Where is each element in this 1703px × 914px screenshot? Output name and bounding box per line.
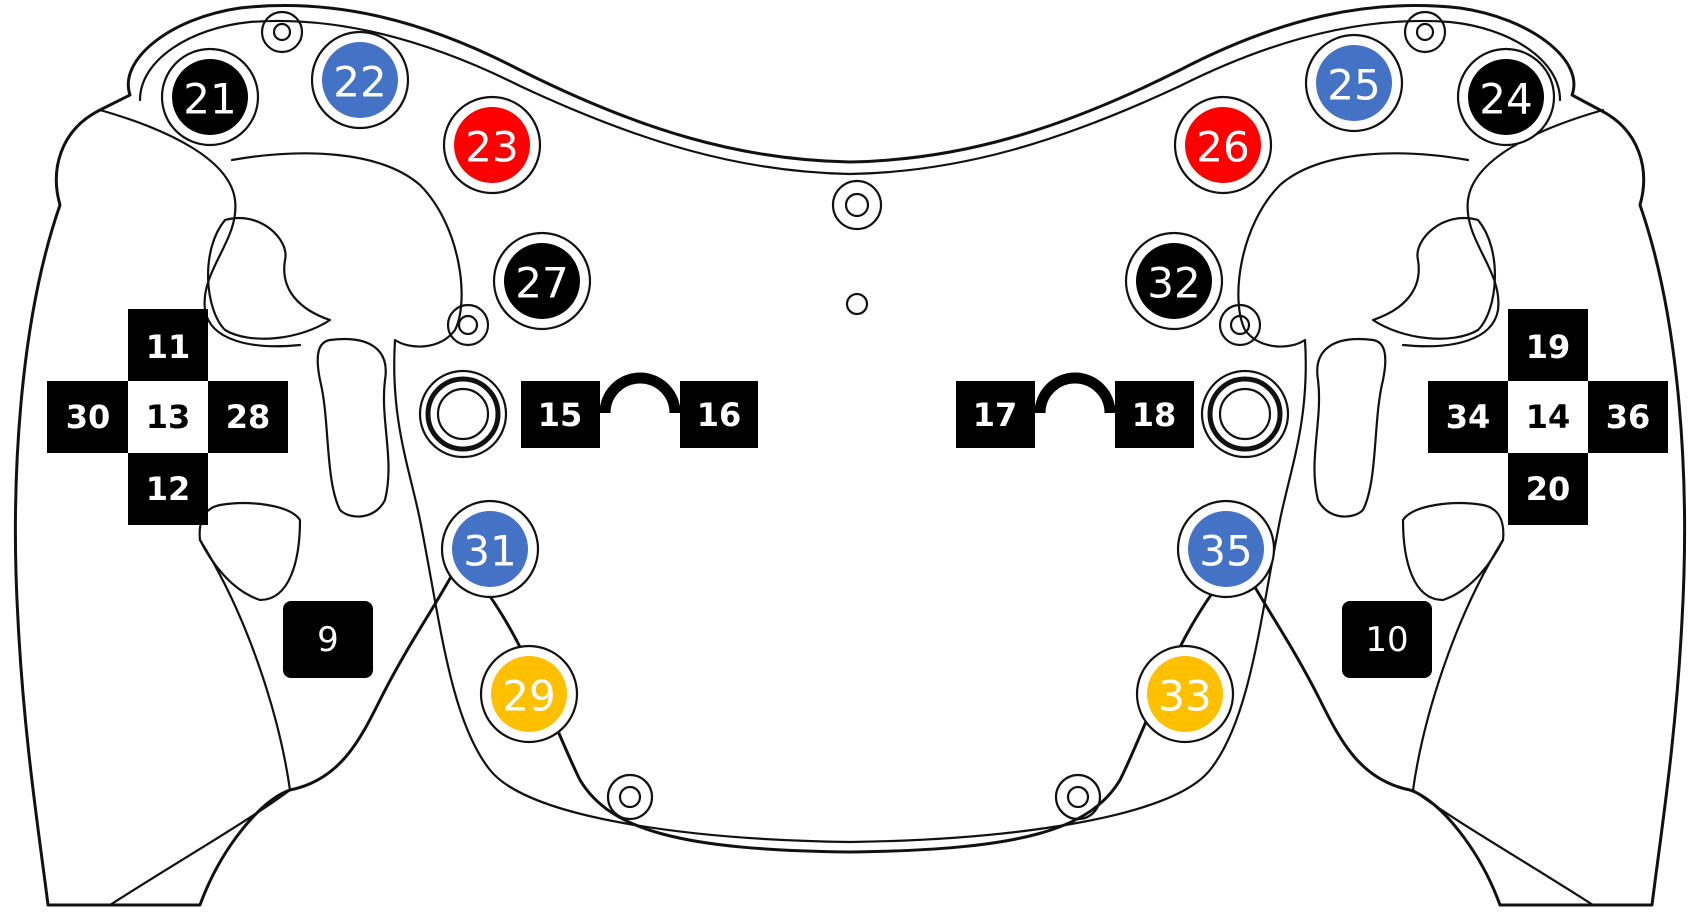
round-buttons: 21 22 23 27 31 29 24 25 26 32 35 33 <box>160 30 1556 744</box>
right-dpad-right[interactable]: 36 <box>1606 398 1651 436</box>
rotation-arc-icon <box>1034 372 1116 414</box>
button-label: 29 <box>502 672 555 721</box>
screw <box>1218 303 1262 347</box>
button-face <box>322 42 398 118</box>
button-label: 35 <box>1199 527 1252 576</box>
button-face <box>491 656 567 732</box>
right-rotary-ccw[interactable]: 17 <box>973 396 1018 434</box>
left-rotary-encoder: 15 16 <box>521 372 758 448</box>
round-button-27[interactable]: 27 <box>492 231 592 331</box>
right-dpad-up[interactable]: 19 <box>1526 328 1571 366</box>
left-rotary-ccw[interactable]: 15 <box>538 396 583 434</box>
button-face <box>1316 45 1392 121</box>
screw <box>1054 773 1102 821</box>
right-paddle[interactable]: 10 <box>1342 601 1432 678</box>
left-dpad-center[interactable]: 13 <box>146 398 191 436</box>
button-face <box>172 59 248 135</box>
round-button-21[interactable]: 21 <box>160 47 260 147</box>
rotation-arc-icon <box>599 372 681 414</box>
button-label: 33 <box>1158 672 1211 721</box>
round-button-22[interactable]: 22 <box>310 30 410 130</box>
screws <box>260 10 1447 821</box>
round-button-23[interactable]: 23 <box>442 95 542 195</box>
right-paddle-label: 10 <box>1365 620 1408 660</box>
button-face <box>454 107 530 183</box>
round-button-25[interactable]: 25 <box>1304 33 1404 133</box>
button-face <box>1185 107 1261 183</box>
button-label: 26 <box>1196 123 1249 172</box>
button-face <box>1468 59 1544 135</box>
round-button-31[interactable]: 31 <box>440 499 540 599</box>
button-label: 31 <box>463 527 516 576</box>
right-rotary-knob[interactable] <box>1200 369 1290 459</box>
button-face <box>452 511 528 587</box>
right-rotary-encoder: 17 18 <box>956 372 1194 448</box>
button-label: 24 <box>1479 75 1532 124</box>
button-face <box>504 243 580 319</box>
screw <box>606 773 654 821</box>
screw <box>446 303 490 347</box>
button-label: 25 <box>1327 61 1380 110</box>
left-dpad-left[interactable]: 30 <box>66 398 111 436</box>
right-dpad-down[interactable]: 20 <box>1526 470 1571 508</box>
left-dpad[interactable]: 11 30 13 28 12 <box>47 309 288 525</box>
left-rotary-knob[interactable] <box>418 369 508 459</box>
left-paddle[interactable]: 9 <box>283 601 373 678</box>
round-button-29[interactable]: 29 <box>479 644 579 744</box>
wheel-body <box>13 4 1687 907</box>
screw <box>1403 10 1447 54</box>
button-label: 27 <box>515 259 568 308</box>
round-button-26[interactable]: 26 <box>1173 95 1273 195</box>
left-rotary-cw[interactable]: 16 <box>697 396 742 434</box>
round-button-32[interactable]: 32 <box>1124 231 1224 331</box>
right-dpad-left[interactable]: 34 <box>1446 398 1491 436</box>
left-paddle-label: 9 <box>317 620 339 660</box>
button-face <box>1147 656 1223 732</box>
screw <box>845 292 869 316</box>
round-button-35[interactable]: 35 <box>1176 499 1276 599</box>
left-dpad-down[interactable]: 12 <box>146 470 191 508</box>
round-button-33[interactable]: 33 <box>1135 644 1235 744</box>
left-dpad-up[interactable]: 11 <box>146 328 191 366</box>
right-dpad[interactable]: 19 34 14 36 20 <box>1428 309 1668 525</box>
button-label: 32 <box>1147 259 1200 308</box>
button-label: 21 <box>183 75 236 124</box>
button-label: 23 <box>465 123 518 172</box>
right-dpad-center[interactable]: 14 <box>1526 398 1571 436</box>
button-face <box>1136 243 1212 319</box>
screw <box>260 10 304 54</box>
button-face <box>1188 511 1264 587</box>
right-rotary-cw[interactable]: 18 <box>1132 396 1177 434</box>
screw <box>831 179 883 231</box>
button-label: 22 <box>333 58 386 107</box>
round-button-24[interactable]: 24 <box>1456 47 1556 147</box>
left-dpad-right[interactable]: 28 <box>226 398 271 436</box>
